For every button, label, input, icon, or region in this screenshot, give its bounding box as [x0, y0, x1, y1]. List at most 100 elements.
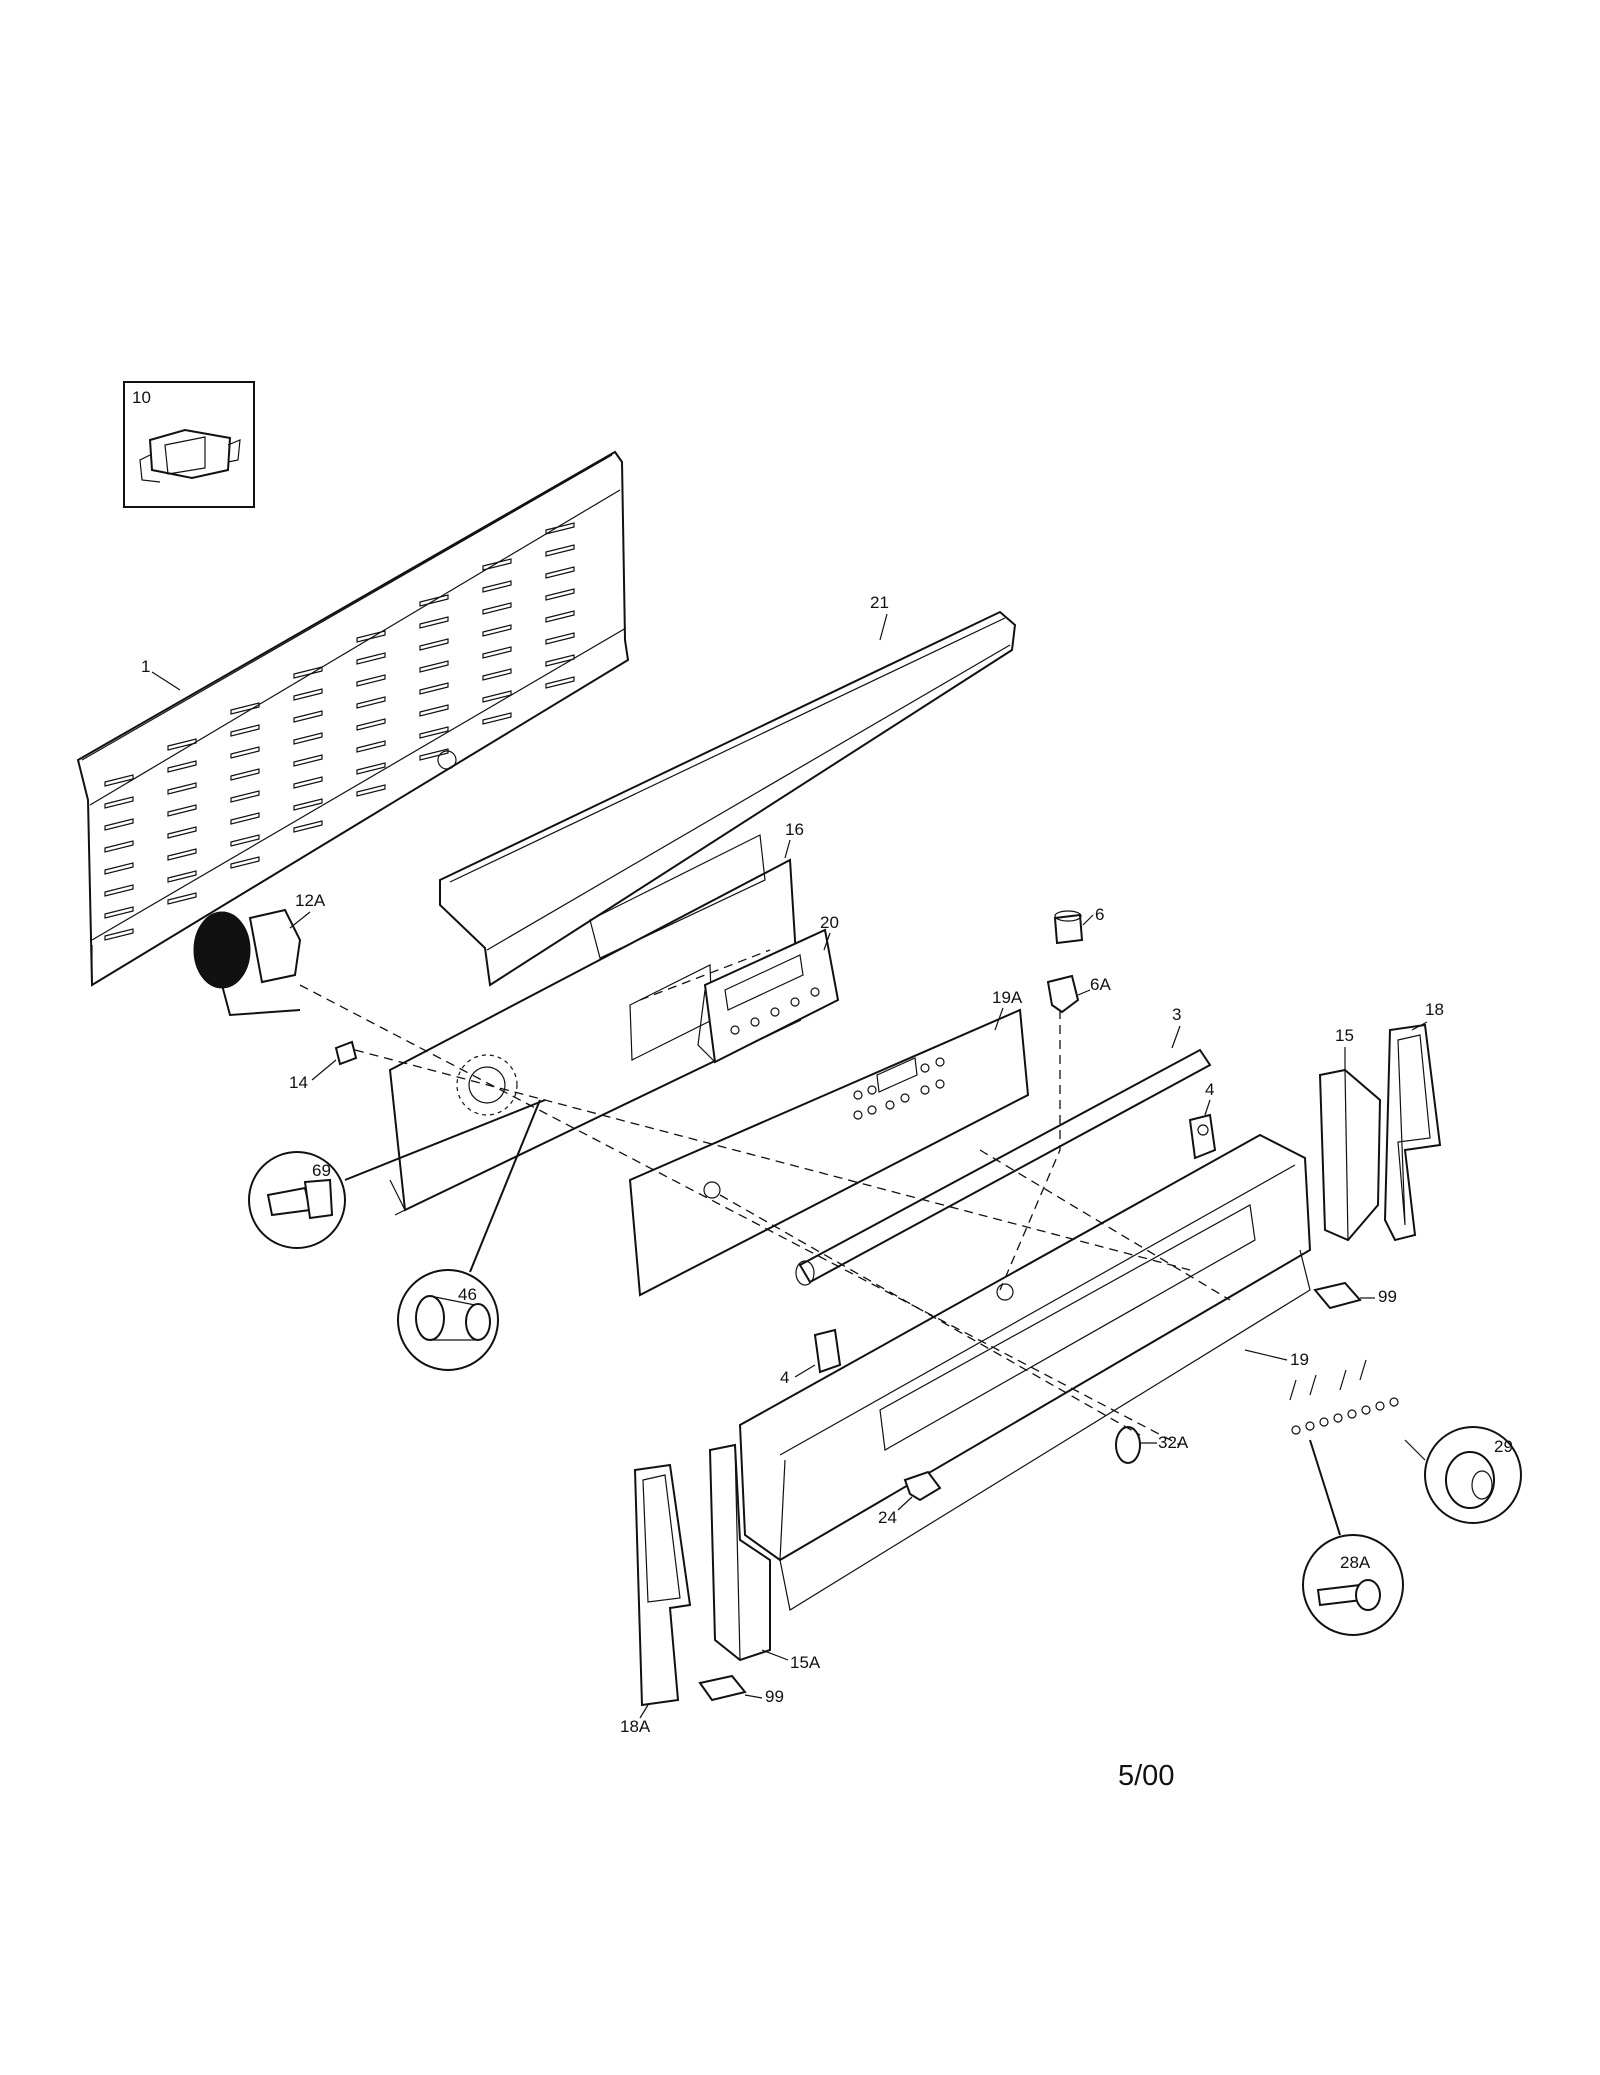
louver-slot [482, 580, 512, 593]
callout-6a: 6A [1090, 975, 1111, 994]
foot-99-left [698, 1674, 747, 1702]
detail-69 [248, 1099, 546, 1249]
louver-slot [293, 666, 323, 679]
callout-16: 16 [785, 820, 804, 839]
louver-slot [419, 682, 449, 695]
louver-slot [545, 654, 575, 667]
louver-slot [482, 646, 512, 659]
switch-24 [903, 1470, 942, 1502]
louver-slot [230, 746, 260, 759]
callout-18: 18 [1425, 1000, 1444, 1019]
inset-part-10 [123, 381, 255, 508]
callout-21: 21 [870, 593, 889, 612]
louver-slot [293, 776, 323, 789]
louver-slot [482, 690, 512, 703]
louver-slot [230, 812, 260, 825]
louver-slot [482, 558, 512, 571]
top-trim [439, 610, 1017, 987]
louver-slot [293, 732, 323, 745]
oven-light-12a [193, 908, 302, 1017]
louver-slot [482, 602, 512, 615]
callout-1: 1 [141, 657, 150, 676]
louver-slot [545, 610, 575, 623]
louver-slot [482, 668, 512, 681]
louver-slot [419, 726, 449, 739]
callout-20: 20 [820, 913, 839, 932]
knob-32a [1115, 1426, 1141, 1464]
louver-slot [293, 688, 323, 701]
louver-slot [167, 870, 197, 883]
louver-slot [293, 710, 323, 723]
louver-slot [104, 840, 134, 853]
callout-10: 10 [132, 388, 151, 407]
louver-slot [167, 826, 197, 839]
louver-slot [545, 676, 575, 689]
callout-32a: 32A [1158, 1433, 1189, 1452]
front-panel-19 [738, 1133, 1312, 1611]
louver-slot [104, 906, 134, 919]
clock-control-20 [697, 928, 840, 1064]
louver-slot [356, 630, 386, 643]
callout-3: 3 [1172, 1005, 1181, 1024]
callout-19a: 19A [992, 988, 1023, 1007]
louver-slot [167, 892, 197, 905]
louver-slot [104, 884, 134, 897]
louver-slot [356, 740, 386, 753]
callout-12a: 12A [295, 891, 326, 910]
holder-4-lower [813, 1328, 842, 1374]
louver-slot [230, 834, 260, 847]
louver-slot [356, 674, 386, 687]
callout-18a: 18A [620, 1717, 651, 1736]
louver-slot [545, 632, 575, 645]
louver-slot [104, 862, 134, 875]
detail-29 [1404, 1426, 1522, 1524]
assembly-lines [299, 949, 1231, 1446]
louver-slot [167, 782, 197, 795]
louver-slot [167, 760, 197, 773]
louver-slot [545, 522, 575, 535]
bracket-15a [708, 1443, 771, 1662]
detail-28a [1302, 1439, 1404, 1636]
callout-14: 14 [289, 1073, 308, 1092]
louver-slot [104, 928, 134, 941]
callout-69: 69 [312, 1161, 331, 1180]
callout-29: 29 [1494, 1437, 1513, 1456]
louver-slot [104, 774, 134, 787]
louver-slot [356, 762, 386, 775]
callout-6: 6 [1095, 905, 1104, 924]
louver-slot [230, 856, 260, 869]
louver-slot [230, 790, 260, 803]
date-code: 5/00 [1118, 1760, 1175, 1792]
louver-slot [167, 738, 197, 751]
callout-15a: 15A [790, 1653, 821, 1672]
louver-slot [293, 754, 323, 767]
louver-slot [482, 712, 512, 725]
louver-slot [419, 748, 449, 761]
callout-19: 19 [1290, 1350, 1309, 1369]
lamp-6 [1053, 910, 1084, 945]
tube-3 [795, 1048, 1212, 1286]
louver-slot [419, 660, 449, 673]
louver-slot [356, 718, 386, 731]
overlay-19a [628, 1008, 1030, 1297]
louver-slot [230, 724, 260, 737]
louver-slot [545, 566, 575, 579]
callout-24: 24 [878, 1508, 897, 1527]
louver-slot [167, 804, 197, 817]
side-trim-18 [1383, 1023, 1442, 1242]
louver-slot [293, 798, 323, 811]
louver-slot [167, 848, 197, 861]
louver-slot [104, 796, 134, 809]
detail-46 [397, 1099, 541, 1371]
louver-slot [545, 544, 575, 557]
louver-slot [419, 638, 449, 651]
louver-slot [230, 768, 260, 781]
connector-14 [334, 1040, 358, 1066]
callout-4-lower: 4 [780, 1368, 789, 1387]
louver-slot [545, 588, 575, 601]
louver-slot [293, 820, 323, 833]
callout-46: 46 [458, 1285, 477, 1304]
lamp-socket-6a [1046, 974, 1080, 1014]
callout-4-upper: 4 [1205, 1080, 1214, 1099]
